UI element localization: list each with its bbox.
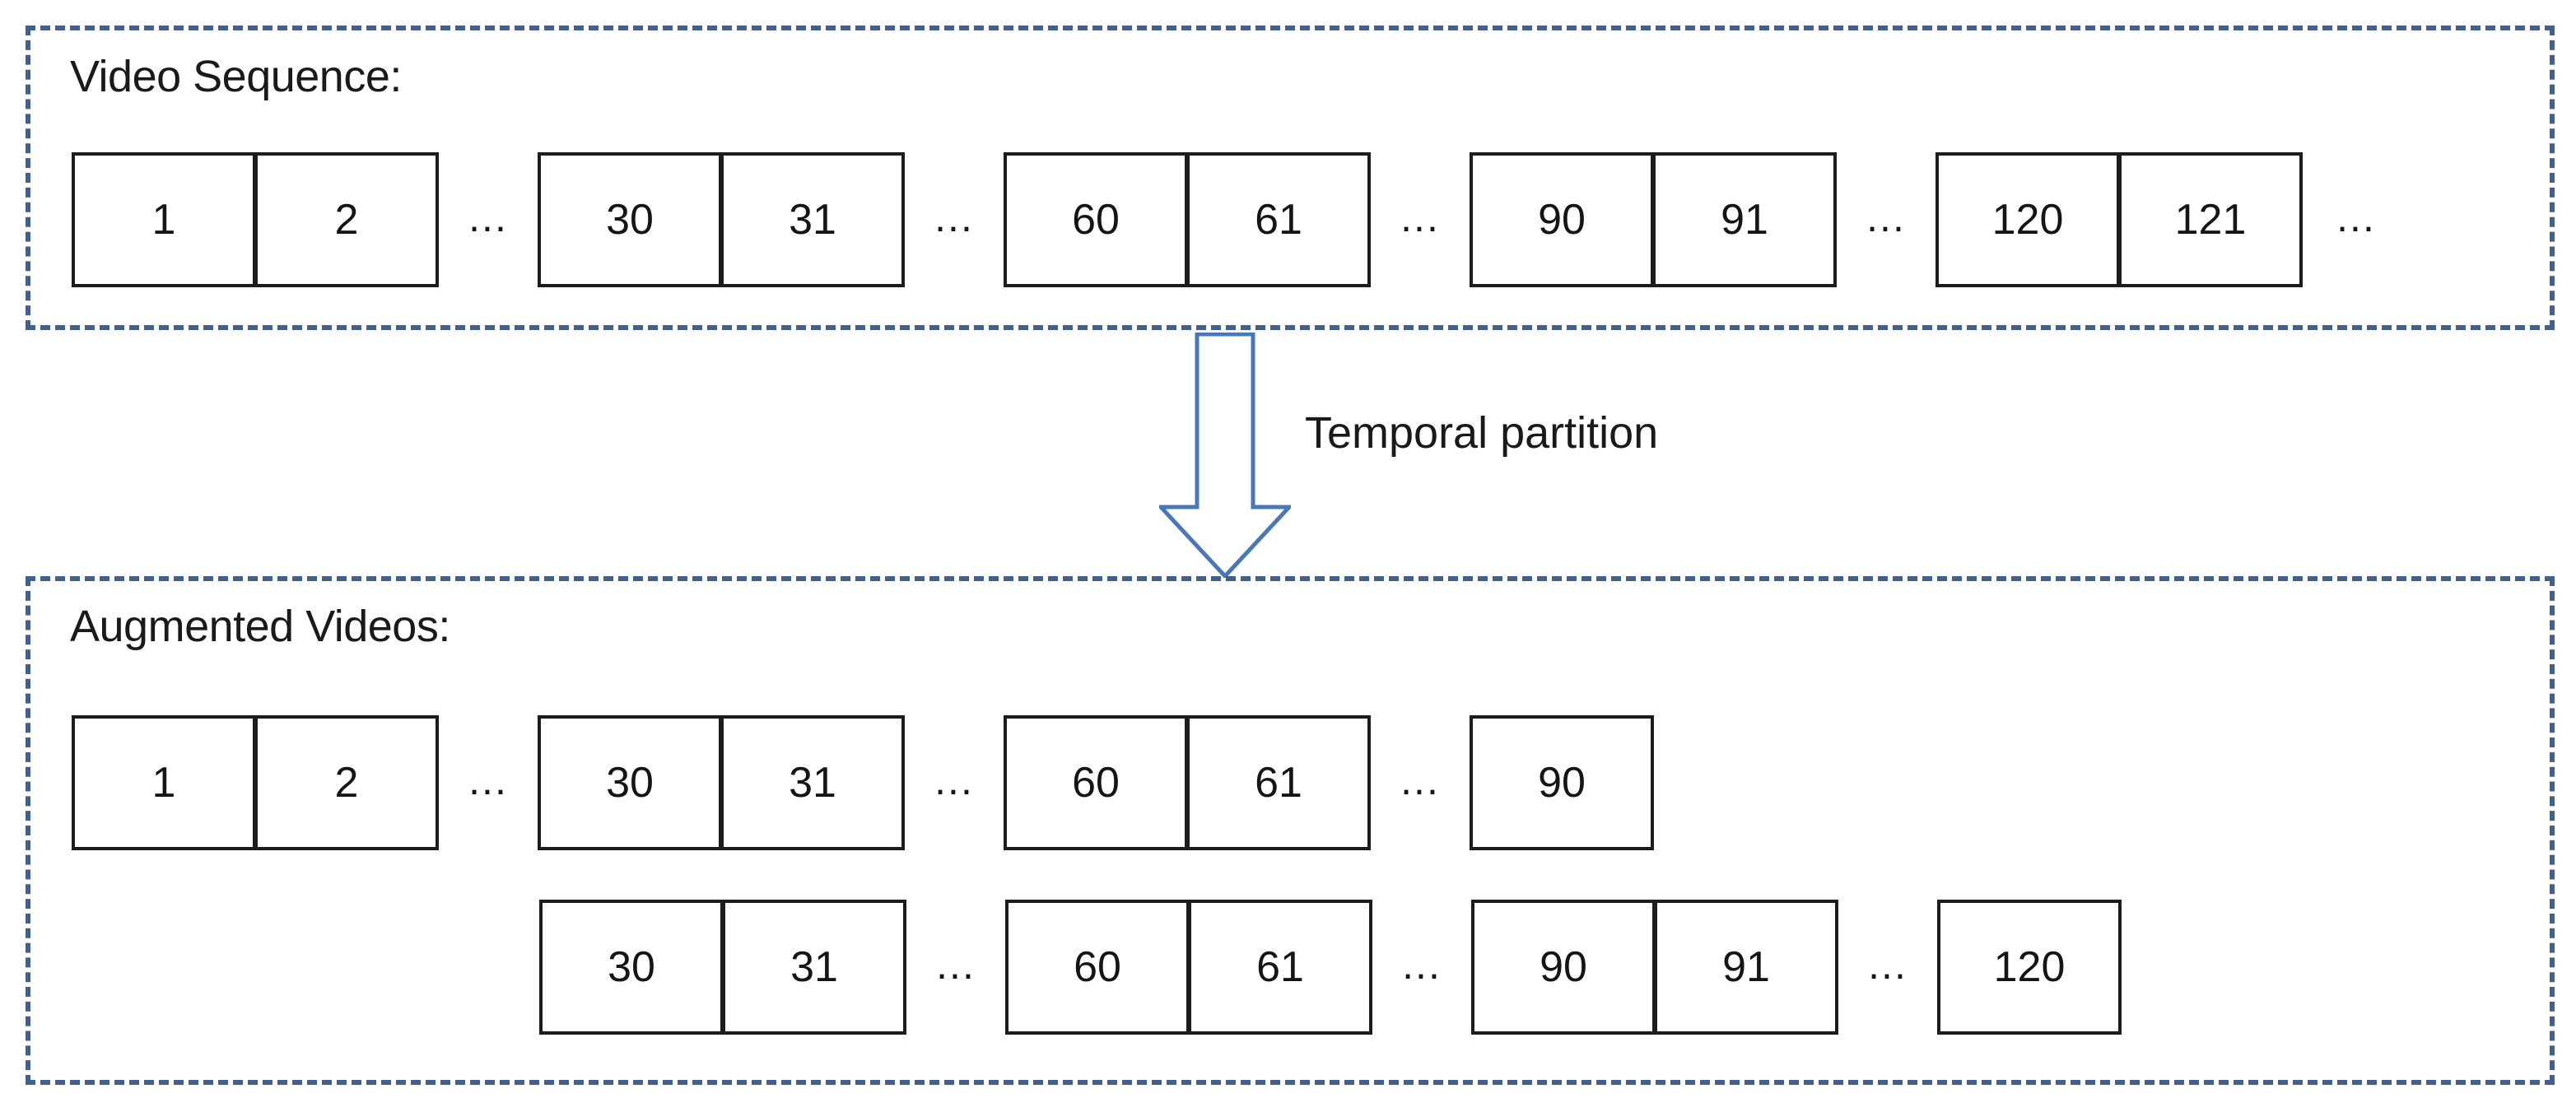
ellipsis-separator: ... [468,194,508,240]
video-frame: 60 [1004,152,1188,287]
video-frame: 60 [1004,715,1188,850]
frame-group: 90 [1470,715,1654,850]
ellipsis-separator: ... [1402,942,1442,988]
video-frame: 1 [72,715,256,850]
ellipsis-separator: ... [468,757,508,803]
video-frame: 2 [254,152,439,287]
video-frame: 31 [720,152,905,287]
video-frame: 120 [1935,152,2120,287]
frame-group: 120 121 [1935,152,2303,287]
augmented-videos-panel [26,576,2555,1085]
frame-group: 60 61 [1004,152,1371,287]
video-frame: 91 [1652,152,1837,287]
frame-group: 30 31 [538,715,905,850]
frame-group: 90 91 [1471,900,1838,1035]
video-frame: 60 [1005,900,1190,1035]
video-frame: 121 [2118,152,2303,287]
video-frame: 30 [538,715,722,850]
video-frame: 30 [538,152,722,287]
video-frame: 30 [539,900,724,1035]
video-frame: 90 [1470,715,1654,850]
ellipsis-separator: ... [934,194,974,240]
frame-group: 1 2 [72,715,439,850]
temporal-partition-arrow [1159,333,1291,578]
video-frame: 31 [720,715,905,850]
video-frame: 1 [72,152,256,287]
video-frame: 90 [1471,900,1656,1035]
augmented-videos-caption: Augmented Videos: [70,602,450,651]
ellipsis-separator: ... [1868,942,1908,988]
ellipsis-separator: ... [934,757,974,803]
ellipsis-separator: ... [1400,757,1440,803]
frame-group: 30 31 [539,900,906,1035]
ellipsis-separator: ... [1400,194,1440,240]
video-sequence-frame-strip: 1 2 ... 30 31 ... 60 61 ... 90 91 ... 12… [72,152,2410,287]
frame-group: 60 61 [1004,715,1371,850]
video-sequence-caption: Video Sequence: [70,52,402,101]
video-frame: 120 [1937,900,2122,1035]
ellipsis-trailing: ... [2336,194,2376,240]
video-frame: 90 [1470,152,1654,287]
augmented-video-1-frame-strip: 1 2 ... 30 31 ... 60 61 ... 90 [72,715,1654,850]
video-frame: 61 [1188,900,1372,1035]
video-frame: 2 [254,715,439,850]
augmented-video-2-frame-strip: 30 31 ... 60 61 ... 90 91 ... 120 [539,900,2122,1035]
video-frame: 61 [1186,715,1371,850]
ellipsis-separator: ... [936,942,976,988]
frame-group: 30 31 [538,152,905,287]
frame-group: 90 91 [1470,152,1837,287]
frame-group: 120 [1937,900,2122,1035]
video-frame: 31 [722,900,906,1035]
temporal-partition-label: Temporal partition [1305,408,1659,458]
frame-group: 60 61 [1005,900,1372,1035]
video-frame: 91 [1654,900,1838,1035]
video-frame: 61 [1186,152,1371,287]
frame-group: 1 2 [72,152,439,287]
video-sequence-panel [26,26,2555,330]
ellipsis-separator: ... [1866,194,1906,240]
